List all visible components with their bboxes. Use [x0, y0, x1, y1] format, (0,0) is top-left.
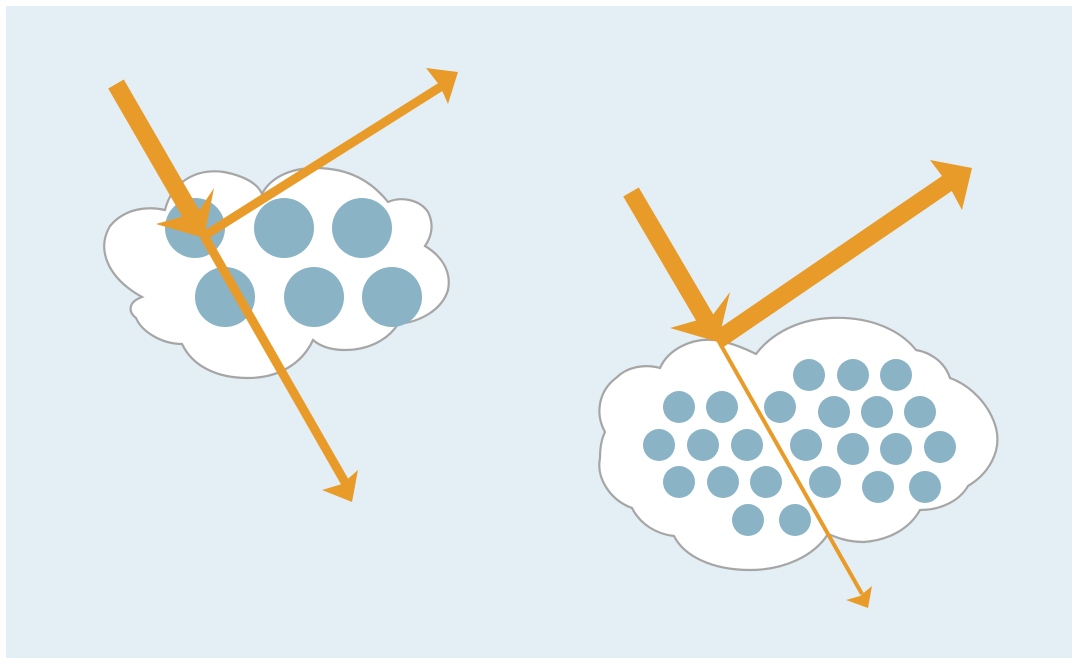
droplet: [284, 267, 344, 327]
droplet: [793, 359, 825, 391]
droplet: [643, 429, 675, 461]
droplet: [818, 396, 850, 428]
droplet: [924, 431, 956, 463]
cloud-large-droplets: [103, 68, 458, 502]
droplet: [880, 359, 912, 391]
droplet: [862, 471, 894, 503]
droplet: [663, 466, 695, 498]
droplet: [909, 471, 941, 503]
droplet: [750, 466, 782, 498]
droplet: [362, 267, 422, 327]
droplet: [687, 429, 719, 461]
transmitted-light-arrow: [200, 233, 358, 502]
droplet: [732, 504, 764, 536]
arrows-cloud-2: [623, 160, 972, 608]
droplet: [837, 433, 869, 465]
droplet: [779, 504, 811, 536]
incoming-sunlight-arrow: [108, 79, 214, 238]
droplet: [790, 429, 822, 461]
arrows-cloud-1: [108, 68, 458, 502]
transmitted-light-arrow: [716, 339, 872, 608]
droplet: [254, 198, 314, 258]
cloud-small-droplets: [598, 160, 999, 608]
reflected-light-arrow: [201, 68, 458, 240]
droplet: [195, 267, 255, 327]
droplet: [706, 391, 738, 423]
droplet: [861, 396, 893, 428]
droplet: [880, 433, 912, 465]
droplet: [663, 391, 695, 423]
droplet: [731, 429, 763, 461]
droplets-small: [643, 359, 956, 536]
droplet: [707, 466, 739, 498]
droplet: [904, 396, 936, 428]
droplet: [332, 198, 392, 258]
incoming-sunlight-arrow: [623, 187, 730, 342]
reflected-light-arrow: [712, 160, 972, 348]
droplet: [837, 359, 869, 391]
droplet: [764, 391, 796, 423]
droplet: [809, 466, 841, 498]
